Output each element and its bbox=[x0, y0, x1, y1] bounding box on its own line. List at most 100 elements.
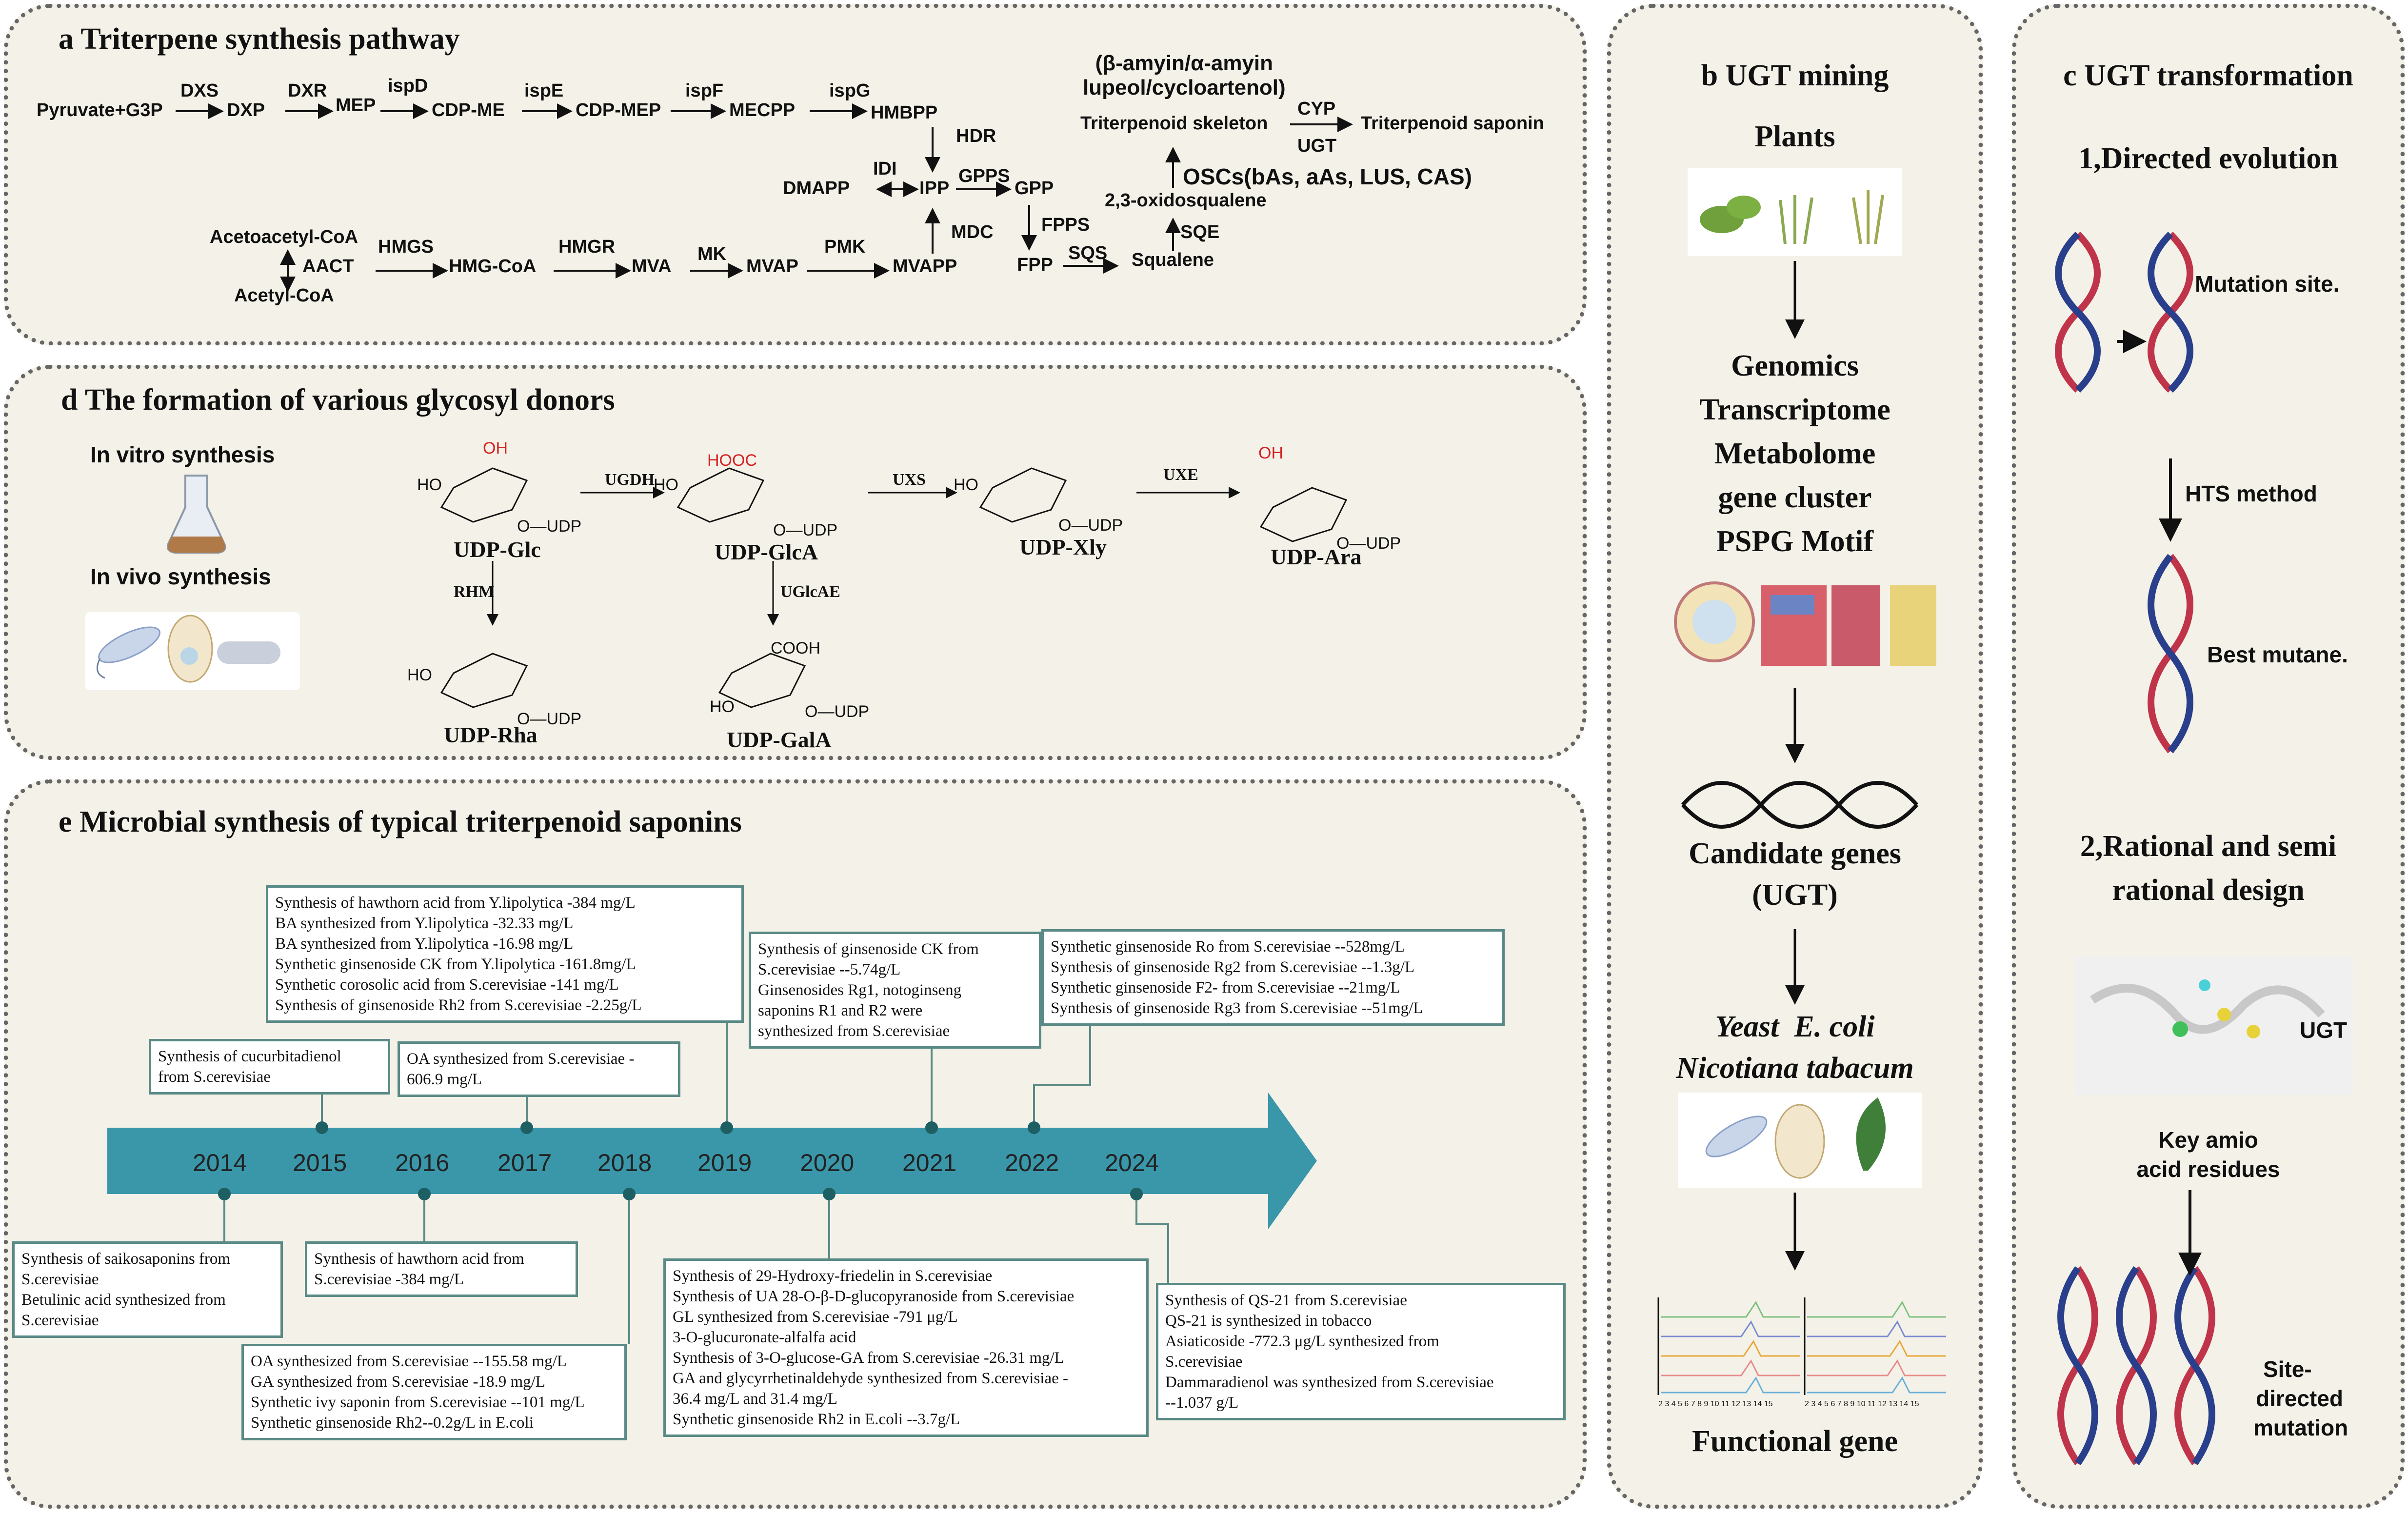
event-line: Synthesis of ginsenoside Rh2 from S.cere… bbox=[275, 996, 642, 1014]
event-box-2024: Synthesis of QS-21 from S.cerevisiae QS-… bbox=[1156, 1283, 1566, 1420]
event-line: S.cerevisiae bbox=[21, 1271, 99, 1288]
group-ho-rha: HO bbox=[407, 666, 432, 684]
chromatogram bbox=[1657, 1297, 1946, 1395]
event-line: BA synthesized from Y.lipolytica -16.98 … bbox=[275, 935, 574, 953]
key-residues-line2: acid residues bbox=[2136, 1156, 2280, 1182]
year-2021: 2021 bbox=[902, 1149, 957, 1176]
host-icons bbox=[1678, 1093, 1922, 1188]
enzyme-ispd: ispD bbox=[388, 76, 428, 96]
enzyme-uglcae: UGlcAE bbox=[780, 583, 840, 601]
molecule-udp-glca: UDP-GlcA bbox=[715, 539, 818, 564]
event-line: S.cerevisiae --5.74g/L bbox=[758, 961, 901, 978]
mutation-site-label: Mutation site. bbox=[2195, 271, 2340, 297]
hosts-yeast-ecoli: Yeast E. coli bbox=[1715, 1010, 1875, 1043]
node-mva: MVA bbox=[632, 256, 672, 277]
group-ho-xly: HO bbox=[954, 476, 978, 494]
omics-genomics: Genomics bbox=[1731, 349, 1859, 382]
year-2020: 2020 bbox=[800, 1149, 855, 1176]
year-2015: 2015 bbox=[293, 1149, 347, 1176]
group-udp-ara: O—UDP bbox=[1336, 534, 1401, 553]
event-line: OA synthesized from S.cerevisiae - bbox=[407, 1050, 635, 1068]
candidate-ugt: (UGT) bbox=[1752, 878, 1838, 912]
in-vivo-label: In vivo synthesis bbox=[90, 564, 271, 589]
omics-transcriptome: Transcriptome bbox=[1699, 393, 1891, 426]
donor-arrows bbox=[487, 487, 1240, 626]
node-pyruvate: Pyruvate+G3P bbox=[37, 100, 163, 120]
event-line: 36.4 mg/L and 31.4 mg/L bbox=[673, 1390, 837, 1408]
flask-icon bbox=[166, 475, 226, 554]
enzyme-rhm: RHM bbox=[454, 583, 495, 601]
omics-metabolome: Metabolome bbox=[1714, 437, 1876, 470]
hosts-nicotiana: Nicotiana tabacum bbox=[1676, 1052, 1914, 1085]
dna-helix-icons bbox=[2055, 232, 2215, 1466]
enzyme-ugdh: UGDH bbox=[605, 471, 655, 489]
molecule-udp-ara: UDP-Ara bbox=[1271, 544, 1362, 569]
enzyme-uxe: UXE bbox=[1163, 466, 1198, 484]
timeline-arrow bbox=[107, 1093, 1317, 1229]
omics-figures bbox=[1674, 581, 1936, 666]
group-ho-glc: HO bbox=[417, 476, 442, 494]
best-mutant-label: Best mutane. bbox=[2207, 642, 2348, 667]
dna-strand-icon bbox=[1681, 781, 1918, 829]
plants-label: Plants bbox=[1754, 120, 1835, 153]
node-cdp-mep: CDP-MEP bbox=[576, 100, 661, 120]
hts-method-label: HTS method bbox=[2185, 481, 2317, 506]
event-line: QS-21 is synthesized in tobacco bbox=[1165, 1312, 1372, 1330]
node-hmbpp: HMBPP bbox=[871, 102, 938, 123]
event-line: Synthetic ginsenoside Rh2 in E.coli --3.… bbox=[673, 1411, 960, 1428]
event-box-2017: OA synthesized from S.cerevisiae - 606.9… bbox=[398, 1041, 680, 1097]
enzyme-ispe: ispE bbox=[524, 80, 564, 101]
event-line: Synthesis of ginsenoside Rg2 from S.cere… bbox=[1051, 958, 1415, 976]
event-line: Synthetic ginsenoside CK from Y.lipolyti… bbox=[275, 956, 636, 973]
group-udp-xly: O—UDP bbox=[1058, 516, 1123, 535]
year-2014: 2014 bbox=[193, 1149, 247, 1176]
node-mecpp: MECPP bbox=[729, 100, 796, 120]
enzyme-sqe: SQE bbox=[1180, 222, 1220, 242]
in-vitro-label: In vitro synthesis bbox=[90, 442, 275, 467]
year-2017: 2017 bbox=[498, 1149, 552, 1176]
group-cooh: COOH bbox=[771, 639, 820, 657]
year-2019: 2019 bbox=[697, 1149, 752, 1176]
plants-icon bbox=[1688, 168, 1902, 256]
molecule-udp-xly: UDP-Xly bbox=[1019, 535, 1107, 559]
event-box-2018: OA synthesized from S.cerevisiae --155.5… bbox=[241, 1344, 627, 1440]
event-line: 606.9 mg/L bbox=[407, 1071, 482, 1088]
event-line: Ginsenosides Rg1, notoginseng bbox=[758, 981, 962, 999]
enzyme-hmgs: HMGS bbox=[378, 237, 434, 257]
event-line: GA and glycyrrhetinaldehyde synthesized … bbox=[673, 1370, 1068, 1387]
event-line: Betulinic acid synthesized from bbox=[21, 1291, 226, 1309]
node-fpp: FPP bbox=[1017, 255, 1053, 275]
panel-d-title: d The formation of various glycosyl dono… bbox=[61, 383, 615, 417]
event-line: from S.cerevisiae bbox=[158, 1068, 271, 1086]
chromatogram-ticks-left: 2 3 4 5 6 7 8 9 10 11 12 13 14 15 bbox=[1658, 1400, 1773, 1408]
panel-a bbox=[4, 4, 1587, 345]
event-box-2020: Synthesis of 29-Hydroxy-friedelin in S.c… bbox=[663, 1258, 1149, 1437]
event-line: Synthetic corosolic acid from S.cerevisi… bbox=[275, 976, 619, 994]
event-box-2015: Synthesis of cucurbitadienol from S.cere… bbox=[149, 1039, 390, 1095]
node-skeleton: Triterpenoid skeleton bbox=[1080, 113, 1268, 134]
group-udp-rha: O—UDP bbox=[517, 710, 582, 728]
event-line: Synthetic ginsenoside Rh2--0.2g/L in E.c… bbox=[251, 1414, 534, 1432]
node-acetyl-coa: Acetyl-CoA bbox=[234, 285, 334, 306]
enzyme-uxs: UXS bbox=[893, 471, 926, 489]
event-line: GA synthesized from S.cerevisiae -18.9 m… bbox=[251, 1373, 545, 1391]
ugt-structure-label: UGT bbox=[2300, 1017, 2348, 1043]
site-directed-line1: Site- bbox=[2263, 1356, 2312, 1382]
enzyme-idi: IDI bbox=[873, 159, 897, 179]
event-box-2016: Synthesis of hawthorn acid from S.cerevi… bbox=[305, 1241, 578, 1297]
group-udp-glc: O—UDP bbox=[517, 517, 582, 536]
directed-evolution: 1,Directed evolution bbox=[2078, 142, 2338, 175]
enzyme-oscs: OSCs(bAs, aAs, LUS, CAS) bbox=[1183, 164, 1472, 189]
enzyme-sqs: SQS bbox=[1068, 243, 1108, 263]
panel-e-title: e Microbial synthesis of typical triterp… bbox=[59, 805, 742, 838]
panel-d bbox=[4, 365, 1587, 760]
ugt-structure-image bbox=[2075, 956, 2353, 1095]
key-residues-line1: Key amio bbox=[2158, 1127, 2258, 1153]
enzyme-aact: AACT bbox=[302, 256, 354, 277]
node-mvap: MVAP bbox=[746, 256, 798, 277]
year-2022: 2022 bbox=[1005, 1149, 1059, 1176]
enzyme-hdr: HDR bbox=[956, 126, 996, 146]
event-box-2022: Synthetic ginsenoside Ro from S.cerevisi… bbox=[1041, 929, 1505, 1026]
group-ho-gala: HO bbox=[710, 697, 735, 716]
year-2016: 2016 bbox=[395, 1149, 450, 1176]
